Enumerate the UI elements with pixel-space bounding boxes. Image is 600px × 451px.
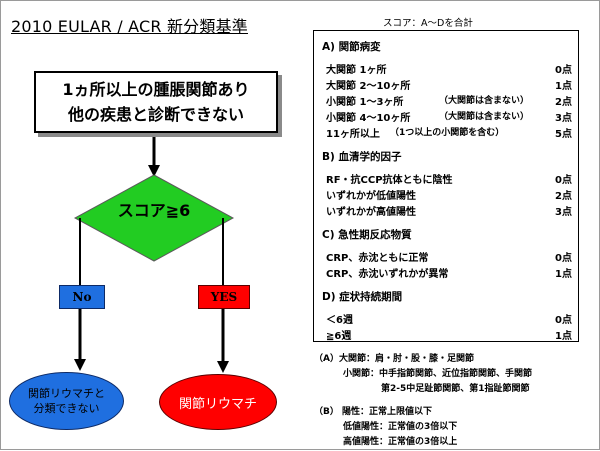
row-label: 小関節 4～10ヶ所	[326, 113, 411, 124]
row-label: 大関節 1ヶ所	[326, 65, 387, 76]
score-row: 11ヶ所以上 （1つ以上の小関節を含む） 5点	[326, 125, 572, 140]
score-row: 大関節 1ヶ所 0点	[326, 61, 572, 76]
row-label: いずれかが低値陽性	[326, 191, 416, 202]
no-branch-box: No	[59, 285, 105, 309]
start-condition-line1: 1ヵ所以上の腫脹関節あり	[62, 80, 250, 99]
score-row: RF・抗CCP抗体ともに陰性 0点	[326, 171, 572, 186]
row-label: CRP、赤沈いずれかが異常	[326, 269, 449, 280]
section-d-heading: D) 症状持続期間	[322, 291, 403, 303]
decision-label: スコア≧6	[117, 201, 191, 220]
row-label: RF・抗CCP抗体ともに陰性	[326, 175, 453, 186]
row-points: 5点	[555, 129, 572, 140]
row-points: 1点	[555, 269, 572, 280]
start-condition-line2: 他の疾患と診断できない	[67, 105, 244, 124]
footnote-b-line2: 低値陽性：正常値の3倍以下	[343, 422, 458, 432]
row-note: （大関節は含まない）	[439, 112, 530, 122]
footnote-b-line3: 高値陽性：正常値の3倍以上	[343, 437, 458, 447]
footnote-a-line2: 小関節：中手指節関節、近位指節関節、手関節	[343, 369, 533, 379]
decision-diamond	[73, 174, 235, 262]
row-label: 11ヶ所以上	[326, 129, 380, 140]
no-result-line2: 分類できない	[33, 402, 100, 415]
no-branch-label: No	[72, 290, 92, 304]
score-row: 小関節 4～10ヶ所 （大関節は含まない） 3点	[326, 109, 572, 124]
section-b-heading: B) 血清学的因子	[322, 151, 402, 163]
section-a-heading: A) 関節病変	[322, 41, 381, 53]
no-result-line1: 関節リウマチと	[28, 387, 105, 400]
row-points: 2点	[555, 191, 572, 202]
row-points: 2点	[555, 97, 572, 108]
score-row: 大関節 2～10ヶ所 1点	[326, 77, 572, 92]
section-c-heading: C) 急性期反応物質	[322, 229, 412, 241]
footnote-b-line1: （B） 陽性：正常上限値以下	[314, 407, 432, 417]
row-points: 0点	[555, 65, 572, 76]
scoring-panel: A) 関節病変 大関節 1ヶ所 0点 大関節 2～10ヶ所 1点 小関節 1～3…	[313, 30, 579, 342]
row-points: 3点	[555, 113, 572, 124]
row-note: （大関節は含まない）	[439, 96, 530, 106]
score-row: CRP、赤沈ともに正常 0点	[326, 249, 572, 264]
row-points: 3点	[555, 207, 572, 218]
row-label: ≧6週	[326, 331, 352, 342]
page-title: 2010 EULAR / ACR 新分類基準	[11, 17, 248, 36]
row-points: 0点	[555, 315, 572, 326]
row-note: （1つ以上の小関節を含む）	[390, 128, 505, 138]
row-label: 小関節 1～3ヶ所	[326, 97, 404, 108]
yes-branch-label: YES	[210, 290, 238, 304]
footnote-a-line3: 第2-5中足趾節関節、第1指趾節関節	[381, 384, 530, 394]
score-row: いずれかが高値陽性 3点	[326, 203, 572, 218]
score-note: スコア：A～Dを合計	[383, 18, 473, 29]
score-row: 小関節 1～3ヶ所 （大関節は含まない） 2点	[326, 93, 572, 108]
score-row: ＜6週 0点	[326, 311, 572, 326]
row-points: 0点	[555, 253, 572, 264]
row-points: 0点	[555, 175, 572, 186]
score-row: ≧6週 1点	[326, 327, 572, 342]
yes-branch-box: YES	[198, 285, 250, 309]
footnote-a-line1: （A）大関節：肩・肘・股・膝・足関節	[314, 354, 474, 364]
score-row: CRP、赤沈いずれかが異常 1点	[326, 265, 572, 280]
no-result-oval: 関節リウマチと 分類できない	[9, 372, 124, 430]
row-points: 1点	[555, 331, 572, 342]
yes-result-label: 関節リウマチ	[178, 396, 257, 412]
yes-result-oval: 関節リウマチ	[159, 374, 277, 430]
row-label: ＜6週	[326, 315, 353, 326]
score-row: いずれかが低値陽性 2点	[326, 187, 572, 202]
start-condition-box: 1ヵ所以上の腫脹関節あり 他の疾患と診断できない	[34, 71, 278, 133]
row-points: 1点	[555, 81, 572, 92]
row-label: CRP、赤沈ともに正常	[326, 253, 429, 264]
row-label: 大関節 2～10ヶ所	[326, 81, 411, 92]
row-label: いずれかが高値陽性	[326, 207, 416, 218]
